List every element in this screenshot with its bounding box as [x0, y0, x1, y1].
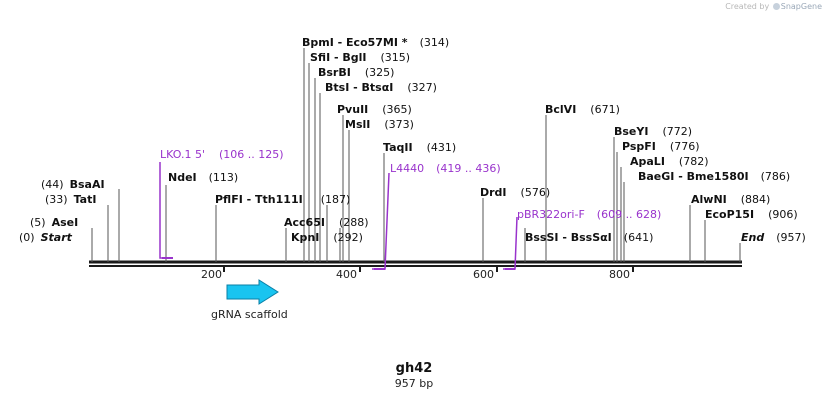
site-sfii-bgli[interactable]: SfiI - BglI(315)	[310, 51, 410, 64]
site-drdi[interactable]: DrdI(576)	[480, 186, 550, 199]
snapgene-credit: Created by SnapGene	[725, 2, 822, 11]
feature-grna-scaffold-label: gRNA scaffold	[211, 308, 288, 321]
ruler-tick-label: 400	[336, 268, 357, 281]
primer-l4440-marker[interactable]	[372, 172, 390, 270]
site-bsssi-bsssai[interactable]: BssSI - BssSαI(641)	[525, 231, 653, 244]
site-ecop15i[interactable]: EcoP15I(906)	[705, 208, 798, 221]
site-taqii[interactable]: TaqII(431)	[383, 141, 456, 154]
primer-labels: LKO.1 5'(106 .. 125) L4440(419 .. 436) p…	[160, 148, 661, 221]
site-bsaai[interactable]: (44)BsaAI	[41, 178, 105, 191]
site-tati[interactable]: (33)TatI	[45, 193, 96, 206]
site-apali[interactable]: ApaLI(782)	[630, 155, 709, 168]
site-bpmi-eco57mi[interactable]: BpmI - Eco57MI *(314)	[302, 36, 449, 49]
site-ticks	[91, 48, 741, 262]
site-asei[interactable]: (5)AseI	[30, 216, 78, 229]
site-bclvi[interactable]: BclVI(671)	[545, 103, 620, 116]
ruler-tick-label: 800	[609, 268, 630, 281]
primer-l4440-label[interactable]: L4440(419 .. 436)	[390, 162, 501, 175]
site-btsi-btsai[interactable]: BtsI - BtsαI(327)	[325, 81, 437, 94]
ruler-tick-label: 200	[201, 268, 222, 281]
ruler-tick-label: 600	[473, 268, 494, 281]
primer-lko1-label[interactable]: LKO.1 5'(106 .. 125)	[160, 148, 284, 161]
site-ndei[interactable]: NdeI(113)	[168, 171, 238, 184]
plasmid-name: gh42	[395, 361, 433, 376]
ruler: 200 400 600 800	[201, 266, 634, 281]
plasmid-length: 957 bp	[394, 377, 434, 390]
site-start[interactable]: (0)Start	[19, 231, 73, 244]
site-alwni[interactable]: AlwNI(884)	[691, 193, 770, 206]
site-kpni[interactable]: KpnI(292)	[291, 231, 363, 244]
site-pspfi[interactable]: PspFI(776)	[622, 140, 700, 153]
site-bseyi[interactable]: BseYI(772)	[614, 125, 692, 138]
site-labels: (44)BsaAI (33)TatI (5)AseI (0)Start NdeI…	[19, 36, 806, 244]
primers	[159, 162, 518, 270]
credit-brand: SnapGene	[780, 2, 822, 11]
site-end[interactable]: End(957)	[741, 231, 806, 244]
site-pflfi-tth111i[interactable]: PflFI - Tth111I(187)	[215, 193, 350, 206]
primer-pbr322ori-label[interactable]: pBR322ori-F(609 .. 628)	[517, 208, 661, 221]
credit-prefix: Created by	[725, 2, 770, 11]
site-msli[interactable]: MslI(373)	[345, 118, 414, 131]
site-acc65i[interactable]: Acc65I(288)	[284, 216, 369, 229]
site-baegi-bme1580i[interactable]: BaeGI - Bme1580I(786)	[638, 170, 790, 183]
site-bsrbi[interactable]: BsrBI(325)	[318, 66, 394, 79]
feature-grna-scaffold-arrow[interactable]	[226, 279, 279, 305]
site-pvuii[interactable]: PvuII(365)	[337, 103, 412, 116]
snapgene-logo-icon	[772, 3, 780, 10]
